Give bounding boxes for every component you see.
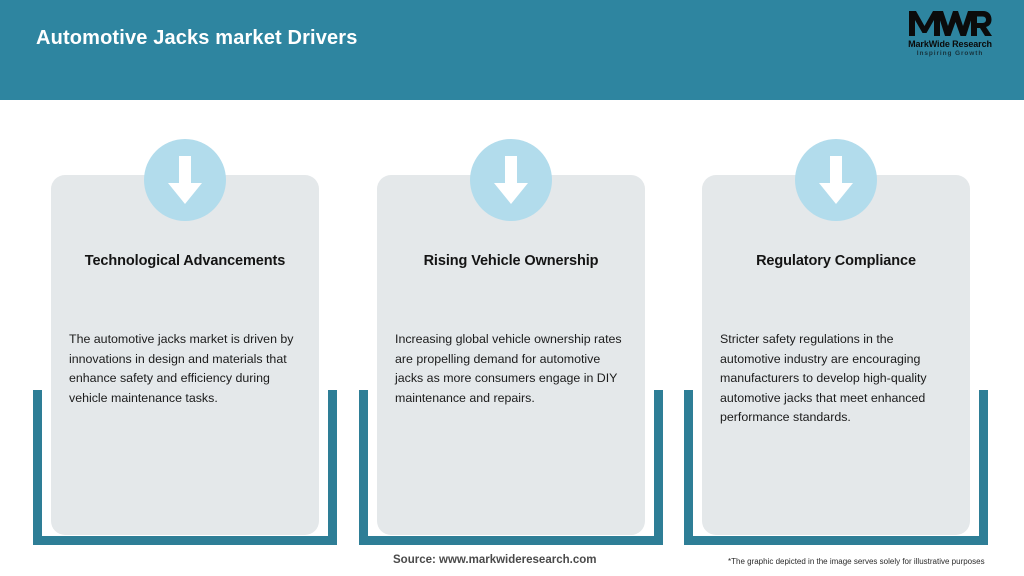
card-title: Rising Vehicle Ownership: [423, 253, 599, 269]
card-accent-frame: [33, 390, 337, 545]
card-accent-frame: [359, 390, 663, 545]
driver-card-1: Technological Advancements The automotiv…: [27, 100, 343, 576]
mwr-monogram-icon: [908, 8, 992, 38]
illustrative-disclaimer: *The graphic depicted in the image serve…: [728, 557, 985, 566]
card-surface: Regulatory Compliance Stricter safety re…: [702, 175, 970, 535]
page-title: Automotive Jacks market Drivers: [36, 27, 358, 49]
down-arrow-icon: [795, 139, 877, 221]
logo-company-name: MarkWide Research: [908, 39, 992, 49]
logo-tagline: Inspiring Growth: [916, 50, 984, 57]
card-body-text: Stricter safety regulations in the autom…: [720, 332, 927, 424]
down-arrow-icon: [144, 139, 226, 221]
card-surface: Rising Vehicle Ownership Increasing glob…: [377, 175, 645, 535]
card-accent-frame: [684, 390, 988, 545]
source-attribution: Source: www.markwideresearch.com: [393, 554, 597, 566]
page-header: Automotive Jacks market Drivers MarkWide…: [0, 0, 1024, 100]
card-title: Technological Advancements: [84, 253, 286, 269]
driver-card-2: Rising Vehicle Ownership Increasing glob…: [353, 100, 669, 576]
drivers-card-board: Technological Advancements The automotiv…: [0, 100, 1024, 576]
down-arrow-icon: [470, 139, 552, 221]
markwide-research-logo: MarkWide Research Inspiring Growth: [894, 8, 1006, 64]
card-body-text: The automotive jacks market is driven by…: [69, 332, 294, 405]
driver-card-3: Regulatory Compliance Stricter safety re…: [678, 100, 994, 576]
card-title: Regulatory Compliance: [756, 253, 916, 269]
card-body-text: Increasing global vehicle ownership rate…: [395, 332, 622, 405]
card-surface: Technological Advancements The automotiv…: [51, 175, 319, 535]
